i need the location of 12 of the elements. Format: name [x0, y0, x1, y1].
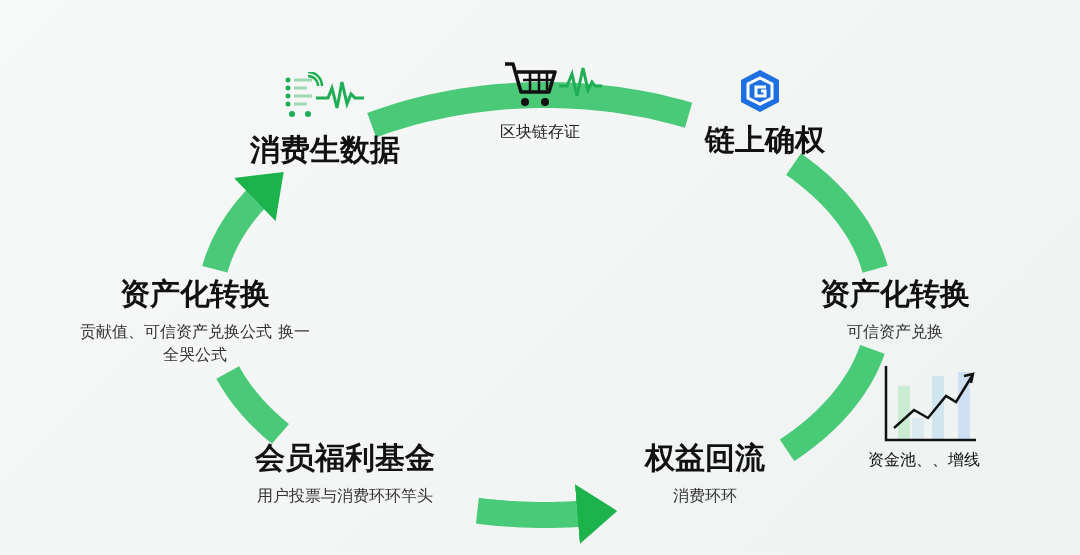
node-subtitle: 可信资产兑换 [847, 321, 943, 343]
node-subtitle: 贡献值、可信资产兑换公式 换一全哭公式 [79, 321, 311, 367]
node-subtitle: 消费环环 [673, 485, 737, 507]
node-title: 消费生数据 [250, 132, 400, 168]
node-title: 资产化转换 [820, 276, 970, 312]
node-title: 会员福利基金 [255, 440, 435, 476]
node-title: 资产化转换 [120, 276, 270, 312]
node-subtitle: 用户投票与消费环环竿头 [257, 485, 433, 507]
node-title: 链上确权 [705, 122, 825, 158]
node-title: 权益回流 [645, 440, 765, 476]
chart-caption: 资金池、、增线 [868, 450, 980, 471]
ring-segment [367, 82, 693, 138]
